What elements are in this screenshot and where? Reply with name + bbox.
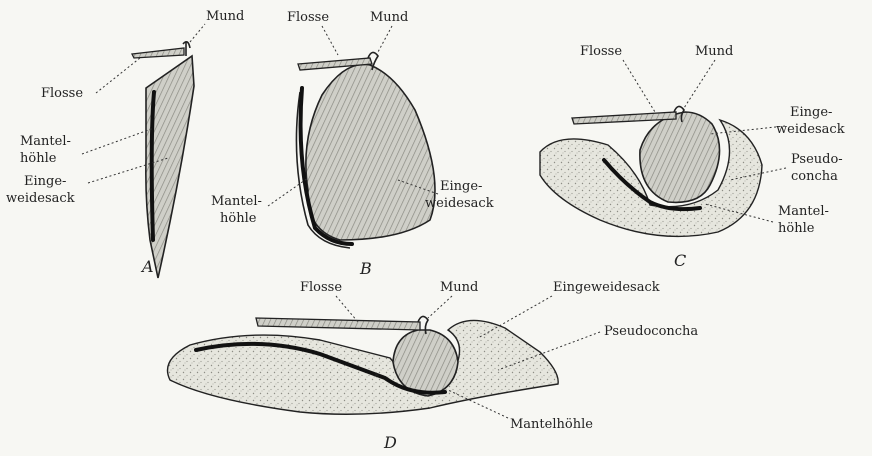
panel-d-label-mund: Mund xyxy=(440,280,478,295)
panel-d-label-mantelhoehle: Mantelhöhle xyxy=(510,417,593,432)
panel-a-label-mantelhoehle-2: höhle xyxy=(20,151,57,166)
panel-b: Flosse Mund Mantel- höhle Einge- weidesa… xyxy=(211,10,494,278)
panel-d: * Flosse Mund Eingeweidesack Pseudoconch… xyxy=(168,280,699,452)
panel-a-mantle-cavity xyxy=(152,92,154,240)
panel-a-label-flosse: Flosse xyxy=(41,86,83,101)
panel-b-mund-leader xyxy=(378,26,392,52)
panel-c-label-mantelhoehle-1: Mantel- xyxy=(778,204,829,219)
panel-d-asterisk: * xyxy=(374,372,379,383)
panel-b-label-mantelhoehle-2: höhle xyxy=(220,211,257,226)
panel-c-mund-leader xyxy=(684,60,715,108)
panel-a-mund-leader xyxy=(190,24,205,42)
panel-c-label-pseudoconcha-2: concha xyxy=(791,169,838,184)
panel-a-label-eingeweidesack-1: Einge- xyxy=(24,174,66,189)
panel-c-label-flosse: Flosse xyxy=(580,44,622,59)
panel-d-pseudoconcha xyxy=(168,320,559,414)
panel-c-label-eingeweidesack-2: weidesack xyxy=(776,122,845,137)
panel-c-label-mantelhoehle-2: höhle xyxy=(778,221,815,236)
panel-d-label-eingeweidesack: Eingeweidesack xyxy=(553,280,660,295)
panel-a-fin xyxy=(132,48,184,58)
panel-b-letter: B xyxy=(359,259,372,278)
panel-c-flosse-leader xyxy=(623,60,655,112)
panel-c-label-pseudoconcha-1: Pseudo- xyxy=(791,152,843,167)
panel-b-body xyxy=(306,64,435,240)
panel-d-flosse-leader xyxy=(336,296,358,322)
panel-a-flosse-leader xyxy=(96,58,140,93)
panel-b-label-mantelhoehle-1: Mantel- xyxy=(211,194,262,209)
panel-b-flosse-leader xyxy=(322,26,338,55)
panel-a: Mund Flosse Mantel- höhle Einge- weidesa… xyxy=(6,9,244,278)
panel-c-eingeweidesack-leader xyxy=(710,126,785,134)
panel-d-label-pseudoconcha: Pseudoconcha xyxy=(604,324,698,339)
panel-c-sack xyxy=(640,112,720,202)
panel-c-label-eingeweidesack-1: Einge- xyxy=(790,105,832,120)
panel-a-mantelhoehle-leader xyxy=(82,128,154,154)
panel-c: Flosse Mund Einge- weidesack Pseudo- con… xyxy=(540,44,845,270)
panel-c-letter: C xyxy=(674,251,686,270)
panel-b-label-eingeweidesack-1: Einge- xyxy=(440,179,482,194)
panel-d-fin xyxy=(256,318,420,330)
panel-b-label-flosse: Flosse xyxy=(287,10,329,25)
panel-c-label-mund: Mund xyxy=(695,44,733,59)
panel-d-mund-leader xyxy=(428,296,452,318)
panel-a-label-eingeweidesack-2: weidesack xyxy=(6,191,75,206)
panel-a-label-mantelhoehle-1: Mantel- xyxy=(20,134,71,149)
panel-d-label-flosse: Flosse xyxy=(300,280,342,295)
panel-b-label-mund: Mund xyxy=(370,10,408,25)
panel-a-letter: A xyxy=(140,257,154,276)
panel-a-label-mund: Mund xyxy=(206,9,244,24)
panel-d-eingeweidesack-leader xyxy=(478,296,552,338)
panel-d-letter: D xyxy=(383,433,397,452)
panel-b-label-eingeweidesack-2: weidesack xyxy=(425,196,494,211)
